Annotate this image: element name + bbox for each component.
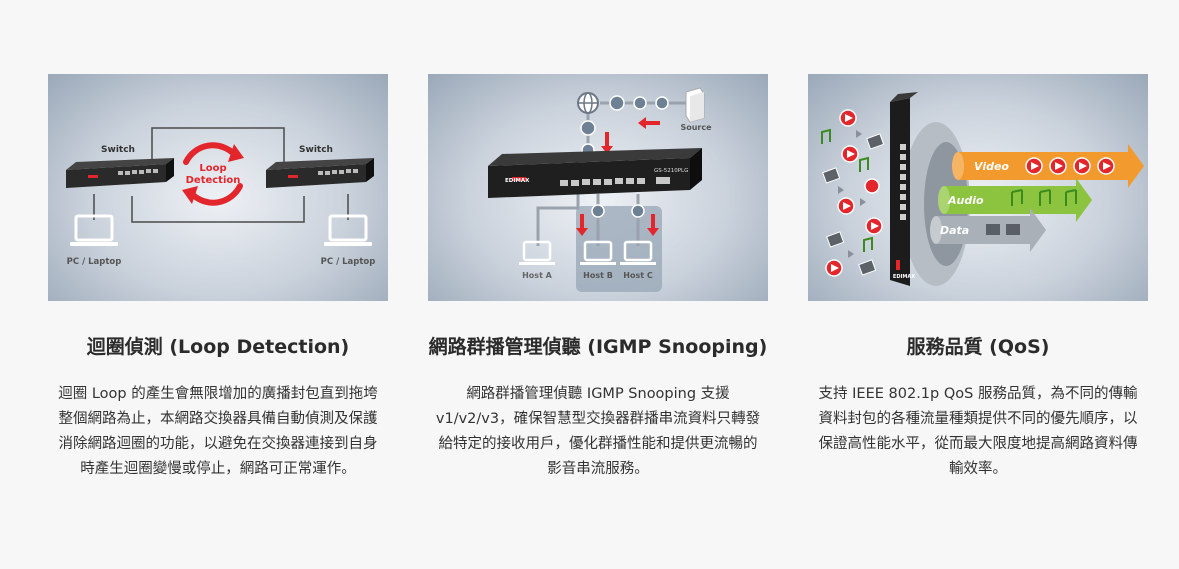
switch-left: [66, 158, 174, 188]
laptop-right-icon: [324, 214, 372, 246]
data-label: Data: [940, 224, 969, 237]
laptop-left-icon: [70, 214, 118, 246]
folder-icon: [986, 224, 1020, 235]
qos-illustration: Video Audio Data: [808, 74, 1148, 301]
card-description: 支持 IEEE 802.1p QoS 服務品質，為不同的傳輸資料封包的各種流量種…: [818, 386, 1138, 477]
globe-icon: [577, 92, 599, 114]
qos-switch: [890, 92, 918, 286]
brand-label: EDIMAX: [505, 178, 530, 184]
card-title: 網路群播管理偵聽 (IGMP Snooping): [428, 336, 768, 358]
loop-arrows-icon: [183, 142, 243, 206]
switch-left-label: Switch: [101, 145, 135, 155]
host-b-label: Host B: [583, 271, 613, 280]
source-server-icon: [685, 87, 705, 123]
igmp-snooping-illustration: Source EDIMAX GS-5210PL: [428, 74, 768, 301]
feature-card-igmp-snooping: Source EDIMAX GS-5210PL: [428, 74, 768, 482]
data-pipe: [930, 208, 1046, 252]
music-note-icon: [1011, 189, 1077, 206]
card-title: 服務品質 (QoS): [906, 336, 1050, 358]
model-label: GS-5210PLG: [654, 168, 688, 174]
host-a-label: Host A: [522, 271, 553, 280]
switch-right: [266, 158, 374, 188]
card-description: 迴圈 Loop 的產生會無限增加的廣播封包直到拖垮整個網路為止，本網路交換器具備…: [58, 386, 378, 477]
igmp-switch: [488, 148, 702, 198]
card-description: 網路群播管理偵聽 IGMP Snooping 支援 v1/v2/v3，確保智慧型…: [435, 386, 761, 477]
feature-card-loop-detection: Switch Switch Loop Detection: [48, 74, 388, 482]
card-title: 迴圈偵測 (Loop Detection): [86, 336, 350, 358]
loop-detection-illustration: Switch Switch Loop Detection: [48, 74, 388, 301]
video-label: Video: [974, 160, 1009, 173]
pc-left-label: PC / Laptop: [67, 257, 122, 267]
detection-label: Detection: [186, 175, 241, 186]
audio-pipe: [938, 178, 1092, 222]
feature-card-qos: Video Audio Data: [808, 74, 1148, 482]
brand-label: EDIMAX: [893, 274, 915, 280]
host-c-label: Host C: [623, 271, 653, 280]
source-label: Source: [680, 123, 712, 132]
play-icon: [825, 109, 883, 277]
pc-right-label: PC / Laptop: [321, 257, 376, 267]
loop-label: Loop: [199, 163, 226, 174]
audio-label: Audio: [947, 194, 984, 207]
switch-right-label: Switch: [299, 145, 333, 155]
